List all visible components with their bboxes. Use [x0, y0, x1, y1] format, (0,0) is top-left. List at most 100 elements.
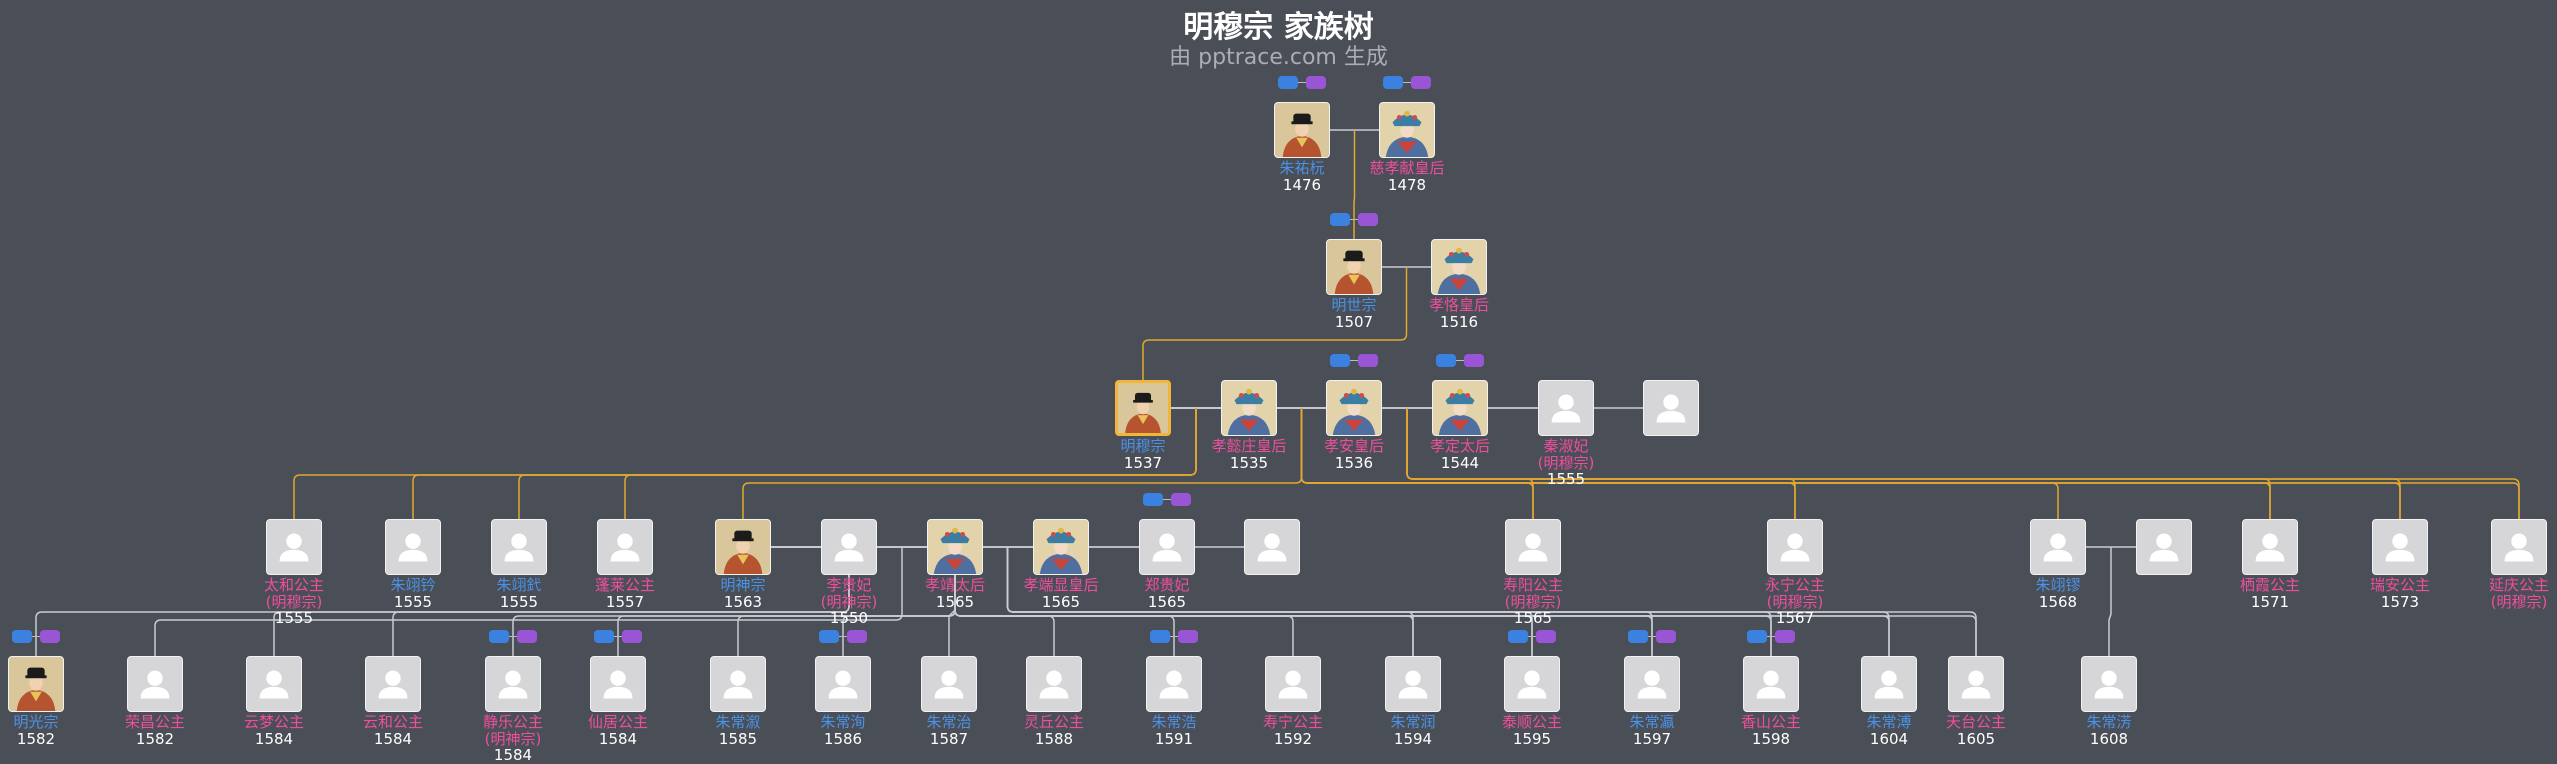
avatar-placeholder-icon[interactable]	[2491, 519, 2547, 575]
expand-descendants-button[interactable]	[1464, 354, 1484, 367]
expand-ancestors-button[interactable]	[1747, 630, 1767, 643]
person-node-yanqing[interactable]: 延庆公主(明穆宗)	[2464, 519, 2557, 610]
avatar-placeholder-icon[interactable]	[2242, 519, 2298, 575]
expand-ancestors-button[interactable]	[819, 630, 839, 643]
avatar-placeholder-icon[interactable]	[2136, 519, 2192, 575]
expand-ancestors-button[interactable]	[1383, 76, 1403, 89]
person-name[interactable]: 延庆公主	[2488, 576, 2549, 594]
avatar-placeholder-icon[interactable]	[1948, 656, 2004, 712]
person-name[interactable]: 云和公主	[362, 713, 423, 731]
person-name[interactable]: 瑞安公主	[2369, 576, 2430, 594]
avatar-placeholder-icon[interactable]	[1643, 380, 1699, 436]
expand-descendants-button[interactable]	[1536, 630, 1556, 643]
avatar-placeholder-icon[interactable]	[1743, 656, 1799, 712]
emperor-portrait-icon[interactable]	[8, 656, 64, 712]
avatar-placeholder-icon[interactable]	[1767, 519, 1823, 575]
person-node-jingle[interactable]: 静乐公主(明神宗)1584	[458, 656, 568, 764]
emperor-portrait-icon[interactable]	[715, 519, 771, 575]
avatar-placeholder-icon[interactable]	[821, 519, 877, 575]
expand-ancestors-button[interactable]	[1436, 354, 1456, 367]
person-name[interactable]: 李贵妃	[826, 576, 872, 594]
person-name[interactable]: 天台公主	[1945, 713, 2006, 731]
empress-portrait-icon[interactable]	[1432, 380, 1488, 436]
person-name[interactable]: 寿阳公主	[1502, 576, 1563, 594]
expand-descendants-button[interactable]	[40, 630, 60, 643]
expand-ancestors-button[interactable]	[594, 630, 614, 643]
person-name[interactable]: 朱翊镠	[2035, 576, 2081, 594]
person-name[interactable]: 朱翊钤	[390, 576, 436, 594]
person-name[interactable]: 郑贵妃	[1144, 576, 1190, 594]
avatar-placeholder-icon[interactable]	[1505, 519, 1561, 575]
empress-portrait-icon[interactable]	[1033, 519, 1089, 575]
person-name[interactable]: 朱常浩	[1151, 713, 1197, 731]
person-name[interactable]: 朱常治	[926, 713, 972, 731]
avatar-placeholder-icon[interactable]	[1861, 656, 1917, 712]
expand-ancestors-button[interactable]	[1330, 213, 1350, 226]
avatar-placeholder-icon[interactable]	[1146, 656, 1202, 712]
person-node-unknown5[interactable]	[2109, 519, 2219, 577]
expand-descendants-button[interactable]	[1656, 630, 1676, 643]
avatar-placeholder-icon[interactable]	[385, 519, 441, 575]
empress-portrait-icon[interactable]	[1379, 102, 1435, 158]
avatar-placeholder-icon[interactable]	[1139, 519, 1195, 575]
person-name[interactable]: 明神宗	[720, 576, 766, 594]
emperor-portrait-icon[interactable]	[1115, 380, 1171, 436]
avatar-placeholder-icon[interactable]	[1026, 656, 1082, 712]
person-name[interactable]: 朱翊釴	[496, 576, 542, 594]
person-node-yongning[interactable]: 永宁公主(明穆宗)1567	[1740, 519, 1850, 627]
person-name[interactable]: 慈孝献皇后	[1369, 159, 1445, 177]
person-name[interactable]: 朱祐杬	[1279, 159, 1325, 177]
person-name[interactable]: 云梦公主	[243, 713, 304, 731]
expand-descendants-button[interactable]	[517, 630, 537, 643]
avatar-placeholder-icon[interactable]	[266, 519, 322, 575]
emperor-portrait-icon[interactable]	[1274, 102, 1330, 158]
avatar-placeholder-icon[interactable]	[2081, 656, 2137, 712]
person-name[interactable]: 孝恪皇后	[1428, 296, 1489, 314]
person-node-qinfei[interactable]: 秦淑妃(明穆宗)1555	[1511, 380, 1621, 488]
avatar-placeholder-icon[interactable]	[246, 656, 302, 712]
expand-descendants-button[interactable]	[1178, 630, 1198, 643]
person-name[interactable]: 明穆宗	[1120, 437, 1166, 455]
expand-ancestors-button[interactable]	[1628, 630, 1648, 643]
avatar-placeholder-icon[interactable]	[1244, 519, 1300, 575]
person-name[interactable]: 朱常淓	[2086, 713, 2132, 731]
person-name[interactable]: 泰顺公主	[1501, 713, 1562, 731]
person-name[interactable]: 秦淑妃	[1543, 437, 1589, 455]
avatar-placeholder-icon[interactable]	[1538, 380, 1594, 436]
avatar-placeholder-icon[interactable]	[1624, 656, 1680, 712]
avatar-placeholder-icon[interactable]	[2372, 519, 2428, 575]
avatar-placeholder-icon[interactable]	[2030, 519, 2086, 575]
empress-portrait-icon[interactable]	[1326, 380, 1382, 436]
person-name[interactable]: 栖霞公主	[2239, 576, 2300, 594]
person-name[interactable]: 孝懿庄皇后	[1211, 437, 1287, 455]
avatar-placeholder-icon[interactable]	[485, 656, 541, 712]
person-name[interactable]: 朱常润	[1390, 713, 1436, 731]
person-name[interactable]: 明世宗	[1331, 296, 1377, 314]
emperor-portrait-icon[interactable]	[1326, 239, 1382, 295]
expand-ancestors-button[interactable]	[1330, 354, 1350, 367]
person-name[interactable]: 孝端显皇后	[1023, 576, 1099, 594]
expand-descendants-button[interactable]	[1358, 213, 1378, 226]
empress-portrait-icon[interactable]	[1221, 380, 1277, 436]
